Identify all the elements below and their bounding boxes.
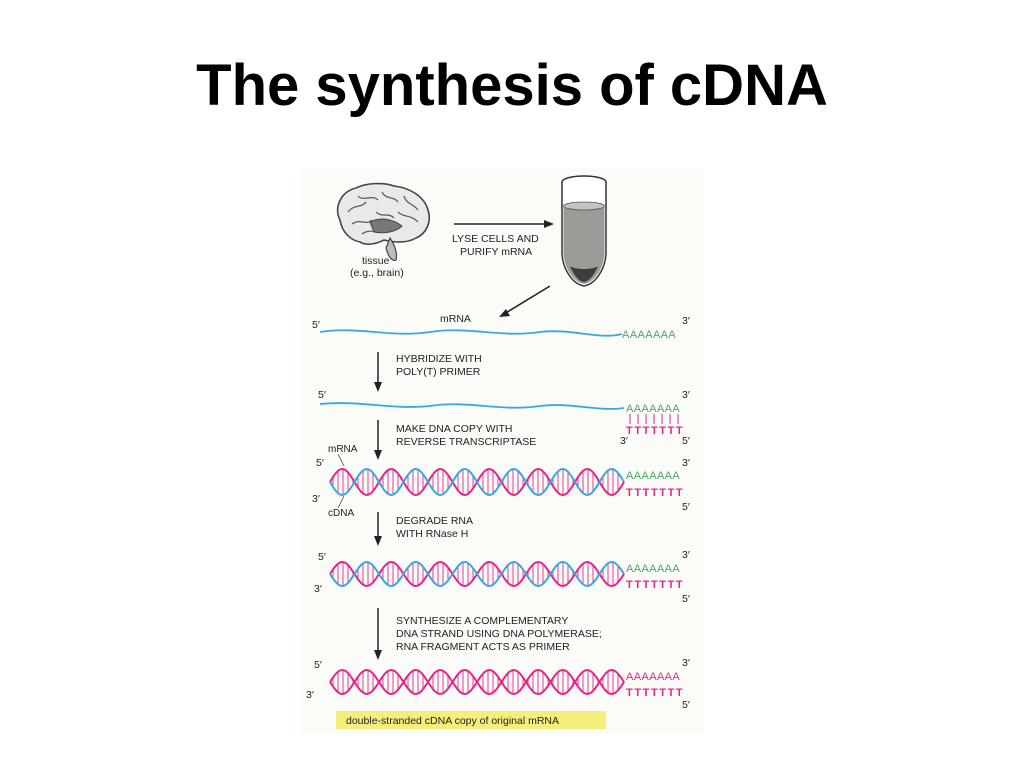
helix-cdna-label: cDNA — [328, 508, 354, 519]
slide-title: The synthesis of cDNA — [196, 53, 828, 118]
hybrid-mrna-strand — [319, 402, 625, 410]
double-stranded-cdna-helix — [329, 668, 625, 696]
helix3-3-prime: 3′ — [306, 689, 314, 701]
helix2-5-prime: 5′ — [318, 551, 326, 563]
mrna-leader-line — [337, 453, 345, 467]
hybrid-5-prime: 5′ — [318, 389, 326, 401]
helix1-5-prime: 5′ — [316, 457, 324, 469]
poly-a-tail: AAAAAAA — [622, 329, 676, 341]
synthesize-step-line-1: SYNTHESIZE A COMPLEMENTARY — [396, 615, 568, 627]
lyse-step-line-1: LYSE CELLS AND — [452, 233, 539, 245]
helix1-3-prime-right: 3′ — [682, 457, 690, 469]
primer-5-prime: 5′ — [682, 435, 690, 447]
cdna-leader-line — [337, 495, 345, 509]
helix3-poly-t: TTTTTTT — [626, 687, 684, 699]
tissue-example-label: (e.g., brain) — [350, 267, 404, 279]
cdna-synthesis-figure: tissue (e.g., brain) LYSE CELLS AND PURI… — [300, 168, 704, 734]
copy-arrow-head — [374, 450, 382, 460]
purify-arrow — [503, 285, 551, 315]
mrna-label: mRNA — [440, 313, 471, 325]
copy-step-line-2: REVERSE TRANSCRIPTASE — [396, 436, 536, 448]
helix2-3-prime: 3′ — [314, 583, 322, 595]
helix3-3-prime-right: 3′ — [682, 657, 690, 669]
mrna-strand — [319, 329, 623, 337]
helix3-poly-a: AAAAAAA — [626, 671, 680, 683]
synthesize-arrow-head — [374, 650, 382, 660]
brain-icon — [336, 182, 431, 261]
helix2-poly-a: AAAAAAA — [626, 563, 680, 575]
hybridize-step-line-2: POLY(T) PRIMER — [396, 366, 481, 378]
helix2-3-prime-right: 3′ — [682, 549, 690, 561]
degrade-arrow-head — [374, 536, 382, 546]
lyse-arrow-head — [544, 220, 554, 228]
final-label-box — [336, 711, 606, 729]
mrna-3-prime: 3′ — [682, 315, 690, 327]
hybridize-step-line-1: HYBRIDIZE WITH — [396, 353, 482, 365]
degrade-step-line-2: WITH RNase H — [396, 528, 468, 540]
degrade-step-line-1: DEGRADE RNA — [396, 515, 473, 527]
hybridize-arrow-head — [374, 382, 382, 392]
degraded-rna-helix — [329, 560, 625, 588]
figure-background — [300, 168, 704, 734]
synthesize-step-line-3: RNA FRAGMENT ACTS AS PRIMER — [396, 641, 570, 653]
helix-mrna-label: mRNA — [328, 444, 358, 455]
hybrid-poly-t-primer: TTTTTTT — [626, 425, 684, 437]
tissue-label: tissue — [362, 255, 390, 267]
mrna-cdna-helix — [329, 467, 625, 497]
helix1-3-prime: 3′ — [312, 493, 320, 505]
final-label: double-stranded cDNA copy of original mR… — [346, 715, 559, 727]
copy-step-line-1: MAKE DNA COPY WITH — [396, 423, 513, 435]
helix2-poly-t: TTTTTTT — [626, 579, 684, 591]
mrna-5-prime: 5′ — [312, 319, 320, 331]
synthesize-step-line-2: DNA STRAND USING DNA POLYMERASE; — [396, 628, 602, 640]
hybrid-poly-a: AAAAAAA — [626, 403, 680, 415]
lyse-step-line-2: PURIFY mRNA — [460, 246, 532, 258]
helix1-poly-t: TTTTTTT — [626, 487, 684, 499]
primer-3-prime: 3′ — [620, 435, 628, 447]
helix1-poly-a: AAAAAAA — [626, 470, 680, 482]
helix3-5-prime-right: 5′ — [682, 699, 690, 711]
helix1-5-prime-right: 5′ — [682, 501, 690, 513]
helix3-5-prime: 5′ — [314, 659, 322, 671]
hybrid-base-pairs — [629, 414, 679, 424]
test-tube-icon — [561, 175, 607, 287]
hybrid-3-prime: 3′ — [682, 389, 690, 401]
purify-arrow-head — [499, 309, 510, 317]
helix2-5-prime-right: 5′ — [682, 593, 690, 605]
